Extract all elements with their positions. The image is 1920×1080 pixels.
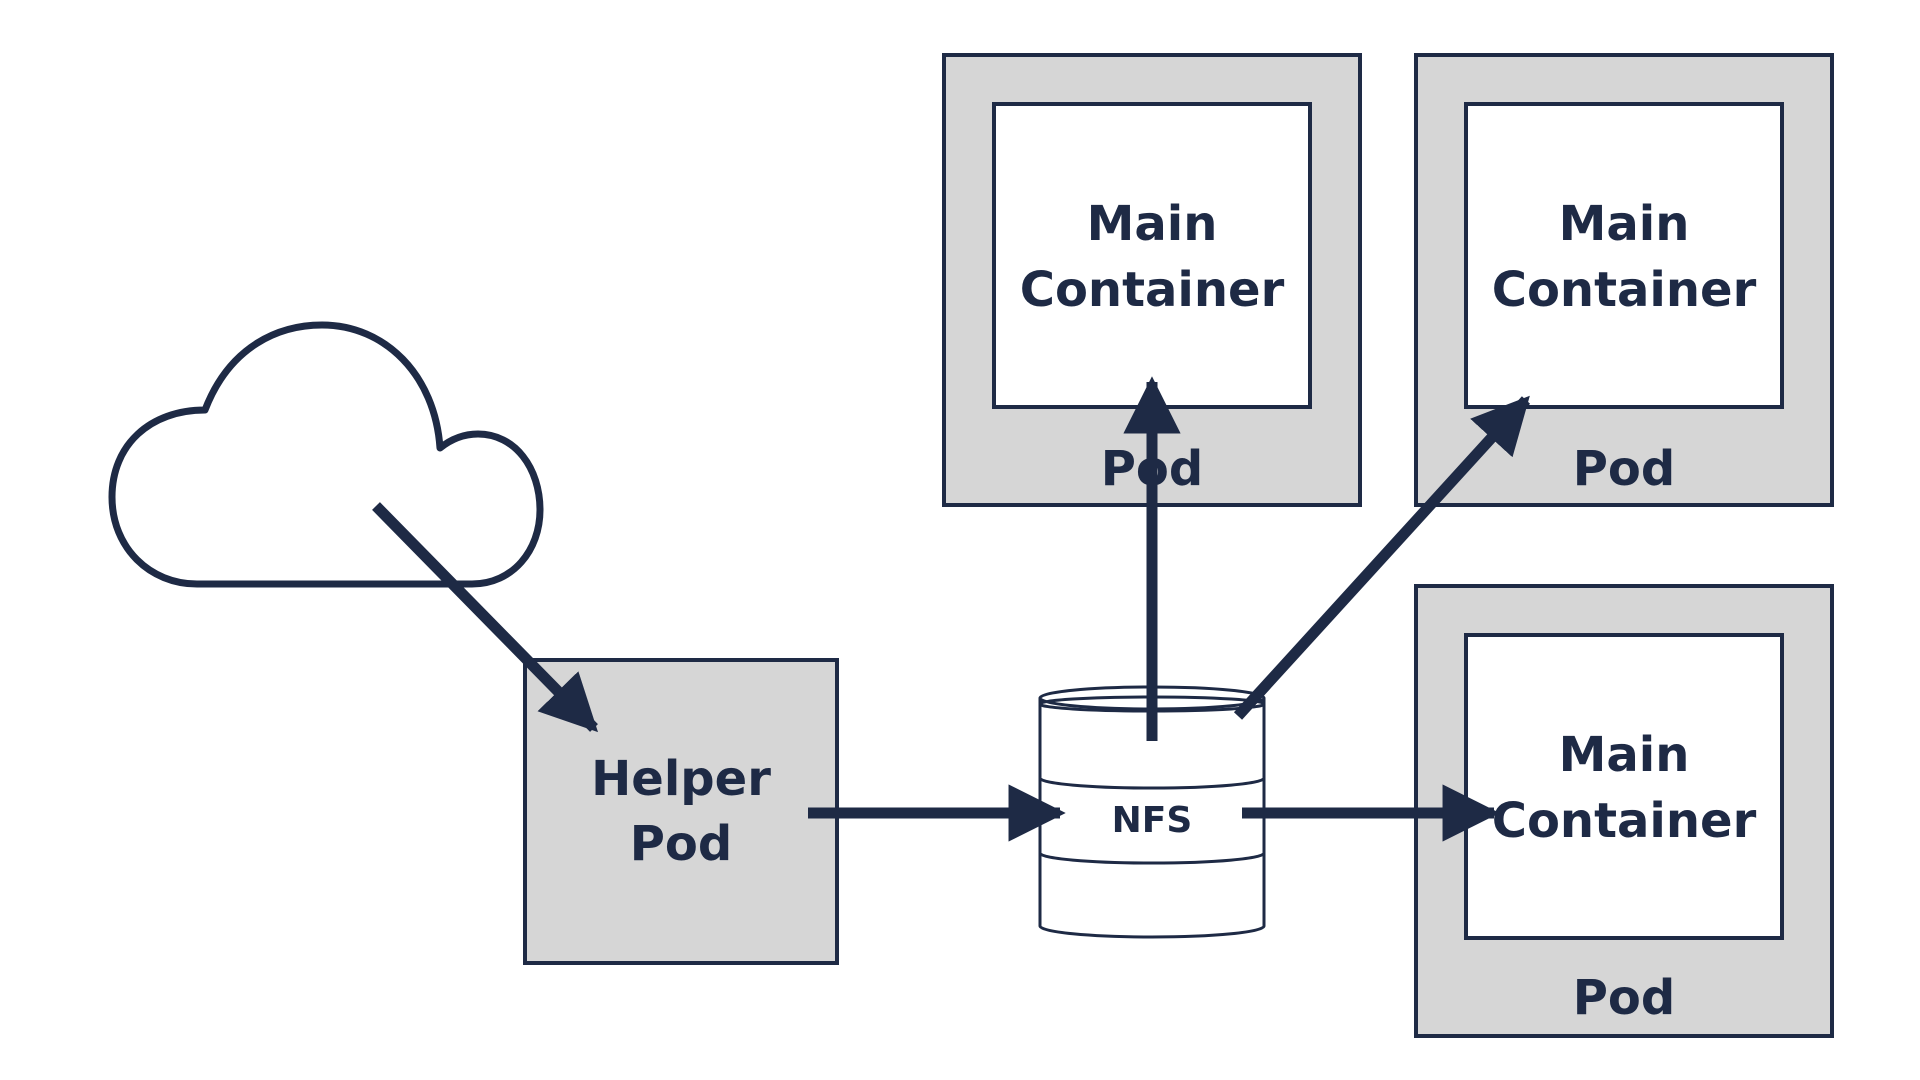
nfs-label: NFS bbox=[1112, 800, 1193, 841]
nfs-storage: NFS bbox=[1038, 685, 1266, 939]
helper-pod-label-line2: Pod bbox=[630, 816, 733, 872]
pod-1-container-line1: Main bbox=[1087, 196, 1218, 252]
arrow-cloud-to-helper bbox=[372, 502, 599, 733]
pod-2-container-line1: Main bbox=[1559, 196, 1690, 252]
pod-2-container-line2: Container bbox=[1492, 262, 1757, 318]
arrow-nfs-to-pod-2 bbox=[1233, 395, 1531, 720]
nfs-cylinder-band-1 bbox=[1038, 777, 1266, 790]
pod-2-main-container bbox=[1464, 102, 1784, 409]
pod-1-main-container bbox=[992, 102, 1312, 409]
cloud-icon bbox=[108, 321, 544, 588]
pod-3-main-container bbox=[1464, 633, 1784, 940]
pod-3-label: Pod bbox=[1573, 970, 1676, 1026]
pod-2: Main Container Pod bbox=[1414, 53, 1834, 507]
helper-pod: Helper Pod bbox=[523, 658, 839, 965]
pod-2-label: Pod bbox=[1573, 441, 1676, 497]
pod-1-container-line2: Container bbox=[1020, 262, 1285, 318]
pod-3-container-line1: Main bbox=[1559, 727, 1690, 783]
nfs-cylinder-band-2 bbox=[1038, 852, 1266, 865]
database-cylinder-icon bbox=[1038, 698, 1266, 939]
helper-pod-label-line1: Helper bbox=[591, 751, 771, 807]
pod-3-container-line2: Container bbox=[1492, 793, 1757, 849]
